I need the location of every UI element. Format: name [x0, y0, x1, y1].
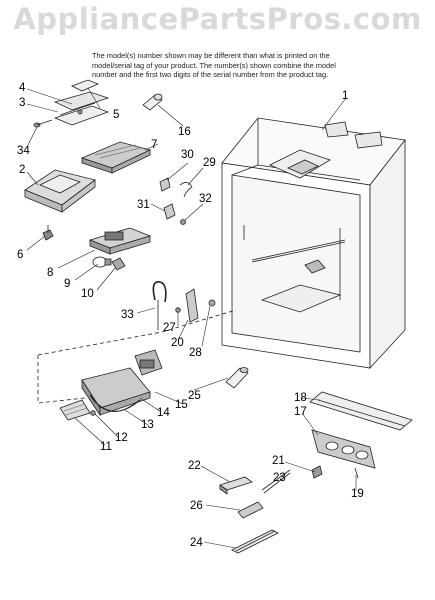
part-16-cylinder	[142, 93, 163, 111]
callout-28: 28	[189, 347, 202, 359]
callout-30: 30	[181, 149, 194, 161]
callout-20: 20	[171, 337, 184, 349]
callout-12: 12	[115, 432, 128, 444]
part-29-hook	[179, 182, 193, 198]
callout-31: 31	[137, 199, 150, 211]
part-27-screw	[175, 307, 181, 313]
part-1-liner	[221, 117, 406, 370]
callout-22: 22	[188, 460, 201, 472]
notice-line-2: model/serial tag of your product. The nu…	[92, 60, 336, 70]
callout-14: 14	[157, 407, 170, 419]
part-9-bulb	[92, 256, 112, 268]
part-12-screw	[90, 410, 96, 416]
callout-1: 1	[342, 90, 348, 102]
leader-lines	[26, 87, 357, 549]
notice-line-3: number and the first two digits of the s…	[92, 70, 329, 80]
callout-34: 34	[17, 145, 30, 157]
callout-15: 15	[175, 399, 188, 411]
part-4-5-top-bracket	[53, 79, 110, 126]
notice-line-1: The model(s) number shown may be differe…	[92, 51, 330, 60]
part-30-clip	[159, 177, 171, 192]
part-23-thermistor	[261, 469, 291, 494]
part-8-socket-bracket	[88, 227, 152, 255]
part-22-bracket	[219, 476, 253, 495]
callout-10: 10	[81, 288, 94, 300]
part-28-screw	[208, 299, 216, 307]
callout-7: 7	[151, 139, 157, 151]
part-14-light-housing-lower	[81, 367, 151, 417]
watermark-text: AppliancePartsPros.com	[13, 2, 422, 36]
part-20-thermostat	[185, 288, 199, 323]
callout-16: 16	[178, 126, 191, 138]
callout-33: 33	[121, 309, 134, 321]
callout-6: 6	[17, 249, 23, 261]
part-15-socket-lower	[134, 349, 163, 376]
callout-2: 2	[19, 164, 25, 176]
part-2-light-housing	[24, 169, 96, 213]
part-6-screw	[42, 225, 54, 241]
callout-3: 3	[19, 97, 25, 109]
callout-19: 19	[351, 488, 364, 500]
part-33-harness	[152, 281, 167, 330]
callout-13: 13	[141, 419, 154, 431]
callout-27: 27	[163, 322, 176, 334]
part-32-screw	[180, 219, 186, 225]
part-24-rail	[231, 529, 279, 554]
model-notice: The model(s) number shown may be differe…	[92, 51, 372, 80]
callout-4: 4	[19, 82, 26, 94]
callout-17: 17	[294, 406, 307, 418]
part-21-screw	[311, 465, 323, 479]
callout-9: 9	[64, 278, 70, 290]
callout-21: 21	[272, 455, 285, 467]
part-17-heater	[311, 429, 376, 469]
part-25-component	[225, 367, 249, 389]
callout-26: 26	[190, 500, 203, 512]
part-10-socket	[111, 257, 126, 271]
callout-11: 11	[100, 441, 112, 453]
part-31-clip	[163, 203, 176, 220]
callout-5: 5	[113, 109, 119, 121]
callout-25: 25	[188, 390, 201, 402]
part-7-light-shield	[80, 141, 152, 174]
callout-labels: 1 2 3 4 5 6 7 8 9 10 11 12 13 14 15 16 1…	[17, 82, 364, 549]
callout-18: 18	[294, 392, 307, 404]
callout-23: 23	[273, 472, 286, 484]
part-34-screw	[33, 119, 53, 128]
callout-8: 8	[47, 267, 53, 279]
callout-32: 32	[199, 193, 212, 205]
callout-29: 29	[203, 157, 216, 169]
part-26-sensor	[237, 501, 264, 519]
part-19-connector	[354, 467, 359, 479]
part-18-rail	[309, 391, 413, 431]
callout-24: 24	[190, 537, 203, 549]
part-13-cover	[89, 394, 141, 412]
part-11-lens	[59, 399, 91, 421]
